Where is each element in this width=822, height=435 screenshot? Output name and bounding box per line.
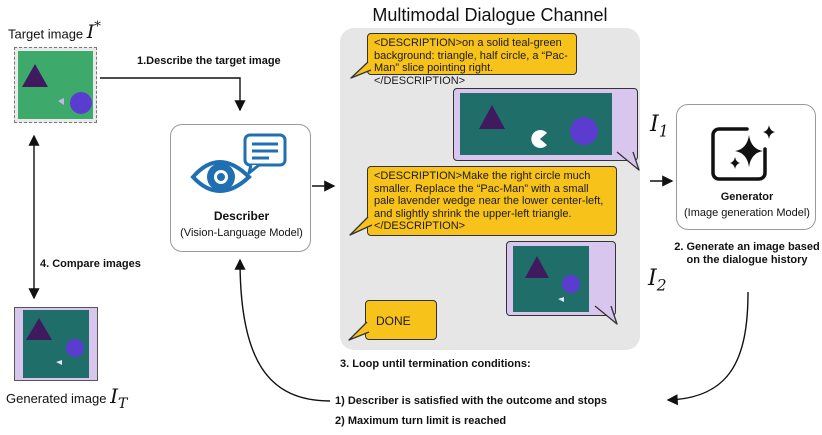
i1-label: I1 [650, 112, 669, 141]
generator-card: Generator (Image generation Model) [676, 104, 816, 230]
arrow-describe [100, 77, 246, 112]
describer-card: Describer (Vision-Language Model) [170, 124, 311, 252]
bubble-tail-1 [350, 61, 372, 79]
image-i2 [513, 246, 589, 312]
i2-label: I2 [648, 266, 667, 295]
done-bubble: DONE [365, 300, 437, 340]
description-bubble-1: <DESCRIPTION>on a solid teal-green backg… [367, 33, 577, 87]
generated-image-label: Generated image IT [6, 384, 127, 412]
generated-image [23, 310, 89, 378]
describer-title: Describer [213, 209, 270, 223]
target-image-text: Target image [8, 26, 84, 42]
image-bubble-2 [506, 241, 616, 316]
step3-label: 3. Loop until termination conditions: [340, 358, 531, 370]
target-image-label: Target image I* [8, 20, 101, 43]
channel-title: Multimodal Dialogue Channel [372, 5, 608, 25]
generated-image-symbol: IT [110, 384, 128, 412]
step2-label: 2. Generate an image based on the dialog… [674, 241, 820, 266]
condition-2: 2) Maximum turn limit is reached [335, 415, 507, 427]
arrow-loop-left [234, 258, 331, 402]
generated-image-frame [14, 307, 98, 381]
description-bubble-2: <DESCRIPTION>Make the right circle much … [367, 166, 617, 236]
step4-label: 4. Compare images [40, 258, 141, 270]
image-bubble-tail-2 [594, 305, 618, 325]
arrow-loop-right [666, 291, 749, 406]
bubble-tail-2 [349, 216, 373, 236]
eye-icon [190, 133, 287, 193]
condition-1: 1) Describer is satisfied with the outco… [335, 395, 608, 407]
done-bubble-tail [348, 321, 370, 341]
target-image-frame [14, 47, 97, 123]
image-bubble-tail-1 [616, 151, 640, 171]
image-bubble-1 [453, 88, 638, 161]
target-image-symbol: I* [86, 20, 101, 44]
describer-subtitle: (Vision-Language Model) [180, 227, 303, 239]
step1-label: 1.Describe the target image [137, 55, 281, 67]
generator-subtitle: (Image generation Model) [684, 207, 810, 219]
target-image [18, 51, 93, 119]
sparkle-icon [711, 125, 775, 181]
image-i1 [460, 93, 612, 155]
generator-title: Generator [720, 191, 774, 203]
generated-image-text: Generated image [6, 391, 107, 406]
